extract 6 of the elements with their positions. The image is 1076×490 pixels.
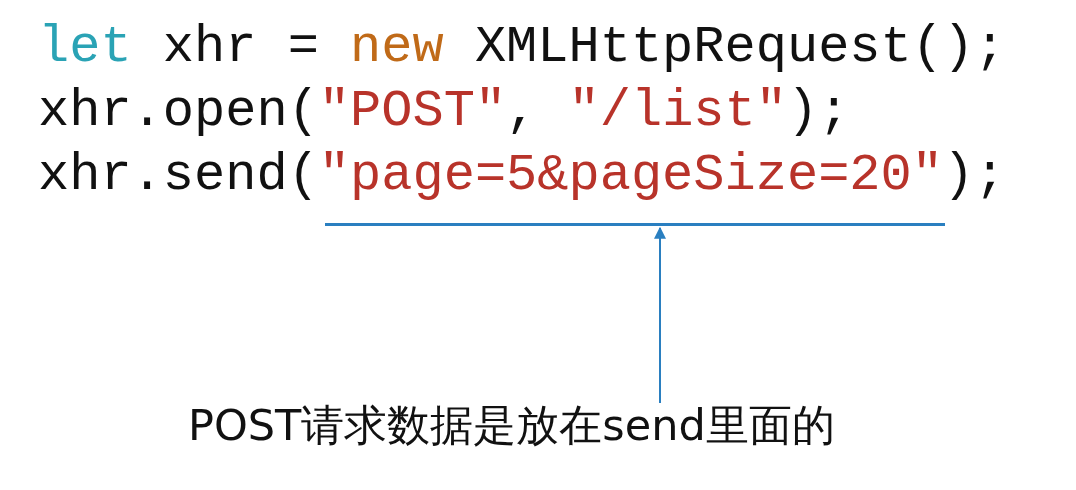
arrow (654, 226, 666, 404)
code-line: xhr.open("POST", "/list"); (38, 82, 850, 142)
annotation-text: POST请求数据是放在send里面的 (188, 395, 835, 455)
code-line: xhr.send("page=5&pageSize=20"); (38, 146, 1006, 206)
underline (325, 223, 945, 226)
code-line: let xhr = new XMLHttpRequest(); (38, 18, 1006, 78)
